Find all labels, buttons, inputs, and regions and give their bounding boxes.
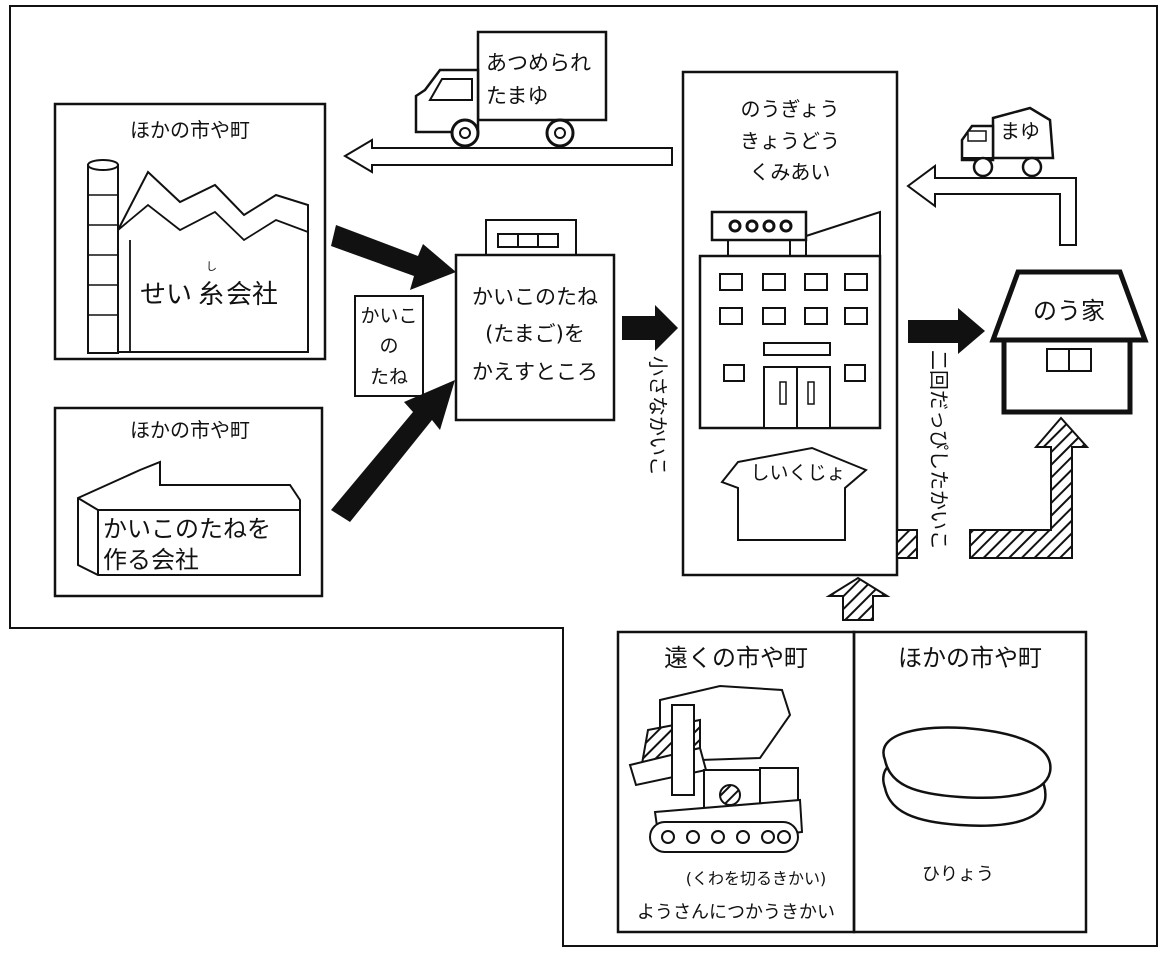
hatched-stub	[896, 529, 918, 559]
left-truck: あつめられ たまゆ	[414, 30, 608, 148]
coop-line1: のうぎょう	[741, 97, 840, 121]
outer-frame	[9, 5, 1158, 947]
eggs-note-line1: かいこ	[360, 305, 417, 327]
bottom-left-caption-line1: (くわを切るきかい)	[686, 869, 827, 888]
hatchery-line1: かいこのたね	[472, 285, 598, 309]
silk-factory-panel: ほかの市や町 せい し 糸 会社	[53, 102, 327, 361]
bottom-left-header: 遠くの市や町	[664, 644, 808, 672]
factory-label-part1: せい	[140, 280, 192, 310]
eggs-note-line3: たね	[370, 366, 408, 388]
seed-company-panel: ほかの市や町 かいこのたねを 作る会社	[53, 406, 324, 598]
farm-house-label: のう家	[1033, 297, 1105, 325]
label-small-silkworms: 小さなかいこ	[646, 356, 670, 476]
mulberry-cutter-drawing	[628, 684, 804, 853]
farm-house: のう家	[989, 269, 1149, 415]
eggs-note: かいこ の たね	[354, 295, 424, 397]
bottom-right-panel: ほかの市や町 ひりょう	[852, 630, 1088, 934]
arrow-coop-to-factory	[343, 138, 673, 174]
seed-area-header: ほかの市や町	[130, 418, 250, 442]
label-molted-silkworms: 二回だっぴしたかいこ	[927, 350, 951, 550]
nursery-label: しいくじょ	[750, 462, 845, 484]
factory-label-part3: 会社	[226, 280, 278, 310]
hatchery-line3: かえすところ	[472, 360, 598, 384]
coop-line3: くみあい	[750, 160, 831, 184]
bottom-right-caption: ひりょう	[922, 864, 994, 885]
bottom-left-panel: 遠くの市や町 (くわを切るきかい) ようさんにつかうきかい	[616, 630, 856, 934]
truck-left-line2: たまゆ	[486, 84, 548, 108]
truck-right-label: まゆ	[1000, 119, 1040, 143]
fertilizer-bags-drawing	[882, 726, 1052, 827]
factory-area-header: ほかの市や町	[130, 118, 250, 142]
factory-label-part2: 糸	[198, 280, 224, 310]
hatchery-building: かいこのたね (たまご)を かえすところ	[454, 219, 616, 422]
bottom-left-caption-line2: ようさんにつかうきかい	[637, 902, 835, 923]
hatchery-line2: (たまご)を	[485, 322, 585, 346]
hatched-arrow-to-farm	[969, 416, 1090, 559]
arrow-farm-to-coop	[906, 164, 1077, 246]
arrow-coop-to-farm	[908, 308, 985, 354]
coop-line2: きょうどう	[740, 129, 840, 153]
arrow-factory-to-hatchery	[331, 225, 456, 290]
seed-company-label-line2: 作る会社	[103, 546, 199, 574]
seed-company-label-line1: かいこのたねを	[103, 515, 271, 543]
bottom-right-header: ほかの市や町	[898, 644, 1042, 672]
right-truck: まゆ	[960, 106, 1055, 178]
factory-label-ruby: し	[206, 260, 217, 273]
arrow-hatchery-to-coop	[622, 305, 678, 351]
arrow-seedcompany-to-hatchery	[331, 380, 455, 522]
truck-left-line1: あつめられ	[486, 51, 591, 75]
eggs-note-line2: の	[379, 335, 398, 357]
cooperative-building: のうぎょう きょうどう くみあい しいくじょ	[681, 70, 899, 577]
hatched-arrow-to-coop	[825, 576, 891, 621]
